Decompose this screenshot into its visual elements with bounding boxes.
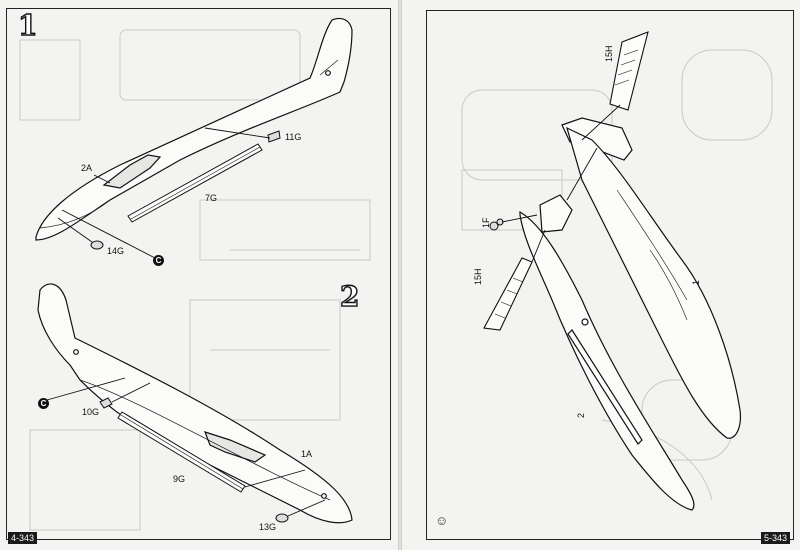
label-1f: 1F xyxy=(481,217,491,228)
fuselage-half-1a xyxy=(37,283,353,524)
marker-c-step-2: C xyxy=(38,398,49,409)
left-page: 1 2 11G 2A 7G 14G 10G 9G 1A 13G C C 4-34… xyxy=(0,0,398,550)
left-page-frame xyxy=(6,8,391,540)
step-2-leader-lines xyxy=(46,377,326,517)
fuselage-assembly xyxy=(566,126,742,439)
right-page-number: 5-343 xyxy=(760,532,790,544)
left-page-drawings xyxy=(19,17,371,531)
label-7g: 7G xyxy=(205,193,218,203)
label-1a: 1A xyxy=(301,449,313,459)
step-1-leader-lines xyxy=(57,127,271,259)
part-1f xyxy=(489,218,504,231)
part-15h-left xyxy=(483,257,533,331)
right-page-drawings xyxy=(461,31,773,511)
label-15h-left: 15H xyxy=(473,268,483,285)
right-page: 15H 1F 15H 1 2 ☺ 5-343 xyxy=(402,0,800,550)
left-page-number: 4-343 xyxy=(8,532,38,544)
part-15h-top xyxy=(609,31,649,111)
label-2a: 2A xyxy=(81,163,93,173)
right-page-leader-lines xyxy=(501,104,621,263)
part-10g xyxy=(99,397,113,409)
part-13g xyxy=(275,513,289,523)
part-14g xyxy=(90,240,104,250)
label-15h-top: 15H xyxy=(604,45,614,62)
right-page-frame xyxy=(426,10,794,540)
fuselage-half-2 xyxy=(519,194,695,511)
marker-c-step-1: C xyxy=(153,255,164,266)
label-part-1: 1 xyxy=(691,279,701,285)
label-13g: 13G xyxy=(259,522,277,532)
background-sprue-ghost xyxy=(19,29,371,531)
label-11g: 11G xyxy=(285,132,302,142)
part-9g-strip xyxy=(117,411,246,493)
label-14g: 14G xyxy=(107,246,125,256)
label-part-2: 2 xyxy=(576,412,586,418)
label-10g: 10G xyxy=(82,407,100,417)
step-1-number: 1 xyxy=(17,9,38,42)
part-7g-strip xyxy=(127,143,263,223)
part-11g xyxy=(267,130,281,143)
book-gutter xyxy=(398,0,402,550)
fuselage-half-2a xyxy=(35,17,353,241)
label-9g: 9G xyxy=(173,474,186,484)
brand-logo-icon: ☺ xyxy=(435,513,449,528)
step-2-number: 2 xyxy=(339,280,360,313)
